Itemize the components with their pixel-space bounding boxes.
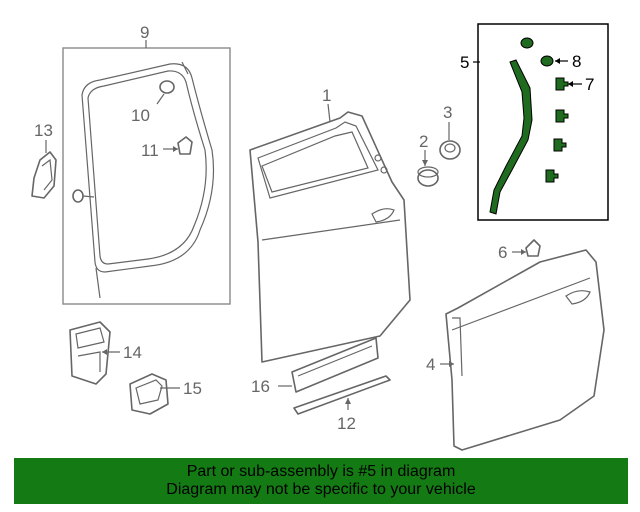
callout-5: 5 [460,53,469,72]
part-15-group [129,373,180,415]
part-9-pin [72,189,84,203]
part-4-edge [452,317,463,377]
part-1-leader [327,103,331,123]
part-5-group [473,23,609,221]
part-4-arrow [449,361,454,367]
part-9-frame [62,47,231,305]
part-9-pin-stem [82,195,95,198]
part-7-clip-3 [553,138,567,152]
part-15-detail [135,379,163,405]
part-10-clip [159,80,175,94]
part-7-clip-1 [555,77,569,91]
callout-9: 9 [140,23,149,42]
part-7-clip-4 [545,169,559,183]
part-10-leader [156,93,165,105]
part-9-group [62,40,231,305]
part-8-top-clip [520,37,534,49]
part-1-hole-a [374,154,382,162]
part-4-handle-recess [565,290,591,305]
part-16-group [278,337,379,393]
part-14-arrow [102,349,107,355]
callout-11: 11 [141,141,159,160]
callout-14: 14 [123,343,142,362]
callout-7: 7 [585,75,594,94]
part-14-detail-b [77,351,101,372]
part-2-3-group [417,122,461,187]
part-2-bumper [417,169,439,187]
callout-3: 3 [443,103,452,122]
callout-16: 16 [251,377,270,396]
callout-15: 15 [183,379,202,398]
part-2-bumper-top [417,166,439,178]
part-9-weatherstrip-inner [87,70,207,265]
callout-12: 12 [337,414,356,433]
part-12-group [293,375,391,415]
part-9-strip-tail [95,267,101,299]
part-1-door-shell [249,111,411,363]
part-1-window-frame [257,121,379,199]
part-12-molding [293,375,391,415]
info-banner: Part or sub-assembly is #5 in diagram Di… [14,458,628,504]
part-4-group [440,249,605,451]
part-12-arrow [345,398,351,404]
part-3-bumper-core [444,143,456,153]
part-2-arrow [422,160,428,166]
part-14-group [69,321,120,385]
part-13-detail [41,158,53,191]
part-8-arrow [555,58,560,64]
part-16-garnish [291,337,379,393]
part-11-arrow [173,146,178,152]
banner-line-1: Part or sub-assembly is #5 in diagram [186,463,456,480]
banner-line-2: Diagram may not be specific to your vehi… [166,481,476,498]
callout-2: 2 [419,132,428,151]
callout-4: 4 [426,355,435,374]
part-1-group [249,103,411,363]
part-1-body-line [261,219,401,241]
callout-6: 6 [498,243,507,262]
part-7-clip-2 [555,109,569,123]
part-9-strip-end [181,61,189,75]
part-9-weatherstrip-outer [81,63,215,273]
part-6-clip [525,239,541,257]
part-7-arrow [568,81,573,87]
part-7-clips [545,77,569,183]
part-4-outer-panel [445,249,605,451]
part-16-detail [297,345,373,377]
part-13-cover [31,151,57,199]
part-6-arrow [521,249,526,255]
part-8-clip [540,55,554,67]
callout-13: 13 [34,121,53,140]
part-13-group [31,140,57,199]
part-1-hole-b [380,166,388,174]
part-4-body-line [451,277,591,331]
part-11-clip [177,136,193,155]
callout-10: 10 [131,106,150,125]
part-1-handle-recess [371,208,395,223]
part-14-detail-a [75,327,105,349]
part-15-bracket [129,373,169,415]
callout-1: 1 [322,86,331,105]
part-6-group [512,239,541,257]
callout-8: 8 [572,52,581,71]
part-3-bumper [439,140,461,160]
part-1-window-inner [261,131,369,193]
part-5-seal [489,59,533,215]
